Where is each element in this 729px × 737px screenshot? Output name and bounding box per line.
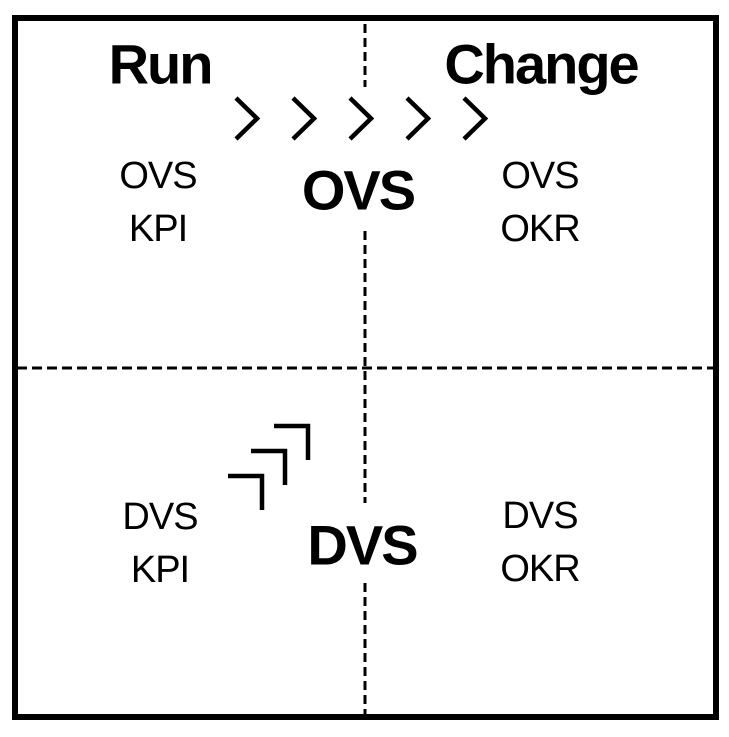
label-line: OVS bbox=[119, 155, 197, 197]
label-line: OKR bbox=[500, 208, 580, 250]
corner-bracket-icon bbox=[251, 448, 288, 485]
label-line: KPI bbox=[130, 549, 190, 591]
corner-bracket-icon bbox=[228, 473, 265, 510]
diagram-border bbox=[12, 15, 719, 720]
corner-brackets bbox=[225, 422, 315, 514]
top-right-quadrant-label: OVS OKR bbox=[500, 150, 580, 256]
dvs-center-label: DVS bbox=[307, 513, 418, 577]
chevron-right-icon bbox=[348, 96, 374, 141]
label-line: OVS bbox=[501, 155, 579, 197]
chevron-right-icon bbox=[462, 96, 488, 141]
corner-bracket-icon bbox=[274, 423, 311, 460]
chevron-right-icon bbox=[405, 96, 431, 141]
change-heading: Change bbox=[444, 32, 639, 96]
label-line: DVS bbox=[502, 495, 578, 537]
chevron-right-icon bbox=[291, 96, 317, 141]
chevron-flow bbox=[233, 95, 488, 142]
bottom-left-quadrant-label: DVS KPI bbox=[122, 491, 198, 597]
bottom-right-quadrant-label: DVS OKR bbox=[500, 490, 580, 596]
top-left-quadrant-label: OVS KPI bbox=[119, 150, 197, 256]
label-line: KPI bbox=[128, 208, 188, 250]
run-heading: Run bbox=[108, 32, 214, 96]
chevron-right-icon bbox=[234, 96, 260, 141]
label-line: OKR bbox=[500, 548, 580, 590]
label-line: DVS bbox=[122, 496, 198, 538]
ovs-center-label: OVS bbox=[301, 158, 416, 222]
